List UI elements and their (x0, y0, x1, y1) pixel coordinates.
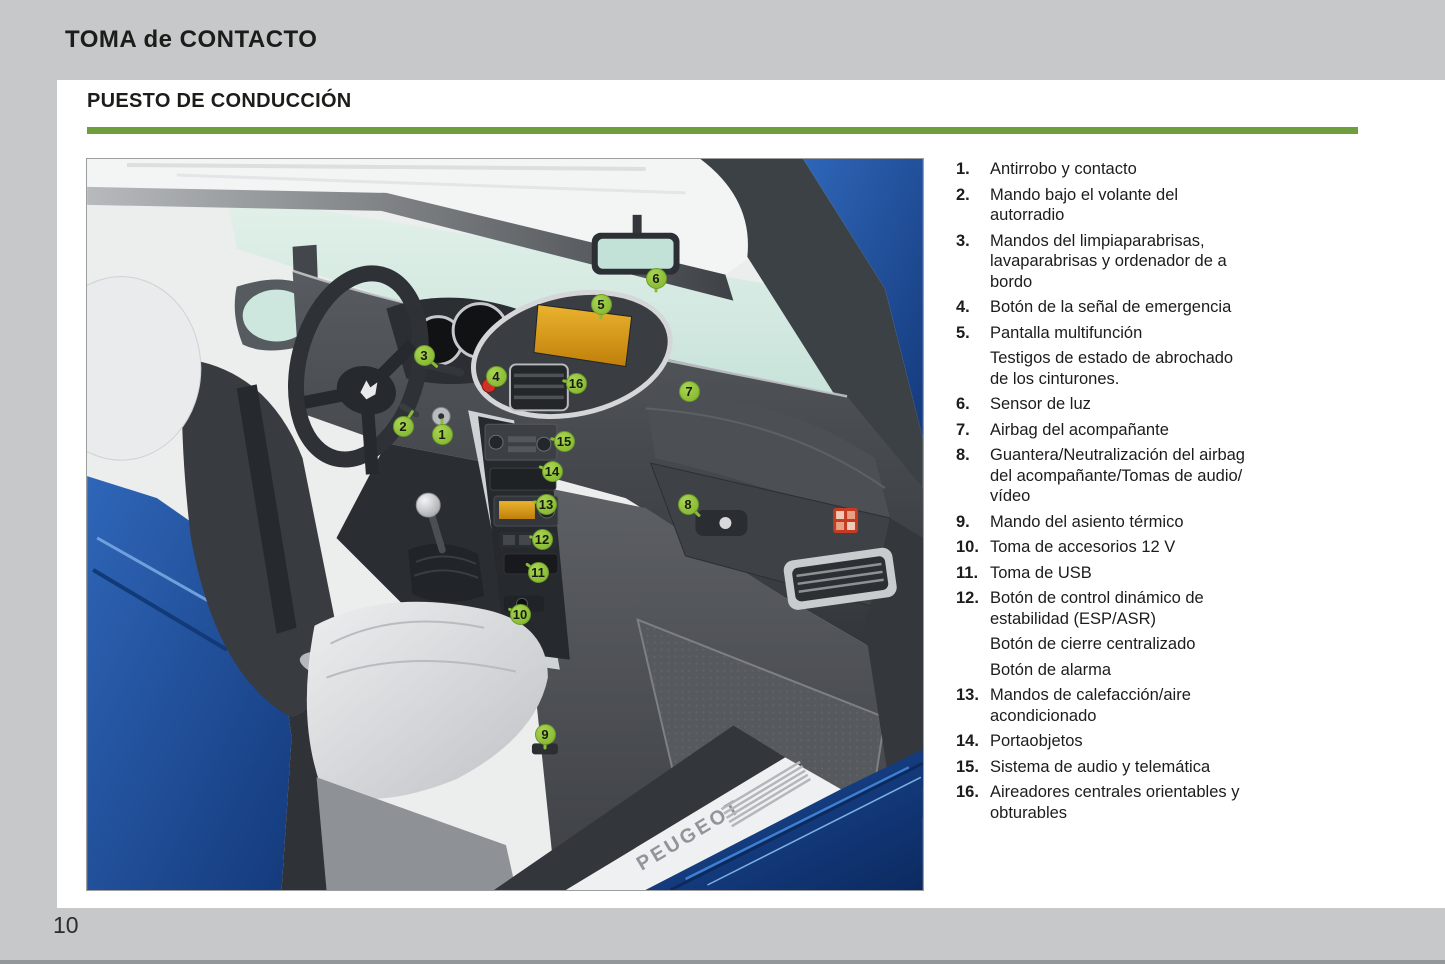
list-item-number: 16. (956, 783, 979, 801)
windshield-glass (226, 194, 848, 397)
page-number: 10 (53, 912, 79, 938)
airbag-warning-sticker (833, 508, 859, 533)
headrest (87, 276, 202, 461)
list-item-text: Guantera/Neutralización del airbag del a… (990, 446, 1245, 505)
feature-list: 1. Antirrobo y contacto 2. Mando bajo el vo… (956, 159, 1386, 828)
convertible-roof (87, 159, 754, 301)
callout-5: 5 (590, 293, 612, 315)
passenger-door (783, 518, 923, 788)
list-item-text: Antirrobo y contacto (990, 160, 1137, 178)
list-item-note: Botón de cierre centralizado (990, 635, 1196, 653)
steering-wheel (288, 265, 429, 475)
callout-14: 14 (541, 460, 563, 482)
list-item-number: 15. (956, 757, 979, 776)
list-item-6: 6. Sensor de luz (956, 394, 1386, 415)
callout-15: 15 (553, 430, 575, 452)
callout-9: 9 (534, 723, 556, 745)
list-item-text: Pantalla multifunción (990, 323, 1143, 342)
list-item-number: 7. (956, 420, 970, 439)
list-item-1: 1. Antirrobo y contacto (956, 159, 1386, 180)
list-item-7: 7. Airbag del acompañante (956, 420, 1386, 441)
list-item-number: 8. (956, 446, 970, 464)
list-item-number: 14. (956, 732, 979, 750)
passenger-dashboard (645, 396, 895, 538)
list-item-text: Botón de la señal de emergencia (990, 298, 1232, 316)
list-item-3: 3. Mandos del limpiaparabrisas, lavaparab… (956, 231, 1386, 293)
gear-lever (408, 492, 485, 603)
list-item-8: 8. Guantera/Neutralización del airbag del… (956, 445, 1386, 507)
list-item-number: 13. (956, 686, 979, 704)
seat-base (316, 777, 516, 890)
list-item-text: Sensor de luz (990, 395, 1091, 413)
list-item-15: 15. Sistema de audio y telemática (956, 757, 1386, 778)
list-item-text: Mando bajo el volante del autorradio (990, 185, 1179, 225)
bottom-strip (0, 960, 1445, 964)
callout-8: 8 (677, 493, 699, 515)
seat-belt (236, 384, 297, 634)
list-item-text: Mando del asiento térmico (990, 512, 1184, 531)
list-item-text: Toma de accesorios 12 V (990, 538, 1176, 556)
rearview-mirror (591, 214, 680, 275)
list-item-16: 16. Aireadores centrales orientables y ob… (956, 782, 1386, 823)
callout-3: 3 (413, 344, 435, 366)
list-item-10: 10. Toma de accesorios 12 V (956, 537, 1386, 558)
list-item-11: 11. Toma de USB (956, 563, 1386, 584)
callout-6: 6 (645, 267, 667, 289)
wiper-stalk (422, 360, 465, 377)
section-title: PUESTO DE CONDUCCIÓN (87, 90, 352, 112)
figure-overlay: PEUGEOT (86, 158, 924, 891)
list-item-number: 10. (956, 538, 979, 556)
list-item-text: Mandos de calefacción/aire acondicionado (990, 686, 1191, 725)
callout-2: 2 (392, 415, 414, 437)
list-item-note: Botón de alarma (990, 660, 1112, 679)
list-item-text: Mandos del limpiaparabrisas, lavaparabri… (990, 231, 1227, 291)
list-item-text: Aireadores centrales orientables y obtur… (990, 783, 1240, 822)
list-item-number: 6. (956, 395, 970, 413)
list-item-number: 1. (956, 160, 970, 178)
list-item-text: Toma de USB (990, 563, 1092, 582)
list-item-13: 13. Mandos de calefacción/aire acondicion… (956, 685, 1386, 726)
content-panel: PUESTO DE CONDUCCIÓN (57, 80, 1445, 908)
list-item-number: 11. (956, 563, 979, 582)
callout-7: 7 (678, 380, 700, 402)
list-item-number: 5. (956, 323, 970, 342)
audio-stalk (399, 403, 420, 418)
callout-13: 13 (535, 493, 557, 515)
list-item-text: Sistema de audio y telemática (990, 757, 1211, 776)
callout-11: 11 (527, 561, 549, 583)
list-item-9: 9. Mando del asiento térmico (956, 512, 1386, 533)
list-item-note: Testigos de estado de abrochado de los c… (990, 349, 1234, 388)
list-item-text: Airbag del acompañante (990, 420, 1169, 439)
list-item-2: 2. Mando bajo el volante del autorradio (956, 185, 1386, 226)
list-item-number: 2. (956, 185, 970, 204)
peugeot-lion-badge (360, 380, 378, 400)
list-item-number: 12. (956, 589, 979, 607)
door-air-vent (783, 547, 897, 610)
callout-10: 10 (509, 603, 531, 625)
interior-illustration: PEUGEOT (87, 159, 923, 890)
callout-1: 1 (431, 423, 453, 445)
section-divider-bar (87, 127, 1358, 134)
list-item-text: Botón de control dinámico de estabilidad… (990, 589, 1204, 628)
door-sill: PEUGEOT (494, 725, 923, 890)
list-item-14: 14. Portaobjetos (956, 731, 1386, 752)
list-item-text: Portaobjetos (990, 732, 1083, 750)
chapter-title: TOMA de CONTACTO (65, 26, 318, 53)
callout-16: 16 (565, 372, 587, 394)
driver-seat (87, 276, 558, 890)
list-item-number: 3. (956, 231, 970, 250)
callout-4: 4 (485, 365, 507, 387)
list-item-number: 9. (956, 512, 970, 531)
column-stalks (399, 360, 465, 426)
list-item-12: 12. Botón de control dinámico de estabili… (956, 588, 1386, 680)
list-item-4: 4. Botón de la señal de emergencia (956, 297, 1386, 318)
list-item-number: 4. (956, 298, 970, 316)
callout-12: 12 (531, 528, 553, 550)
